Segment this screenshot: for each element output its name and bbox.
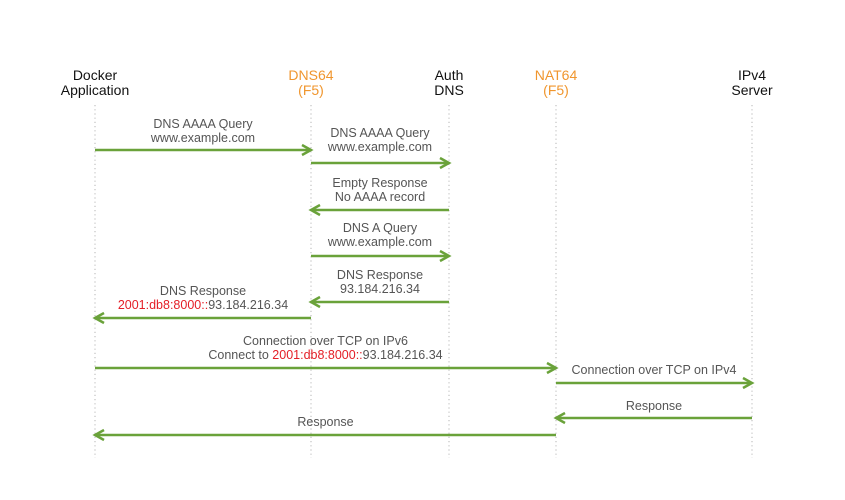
lane-label-nat64: NAT64(F5) bbox=[496, 68, 616, 98]
lane-label-auth-line2: DNS bbox=[434, 82, 464, 98]
message-label-10: Response bbox=[196, 415, 456, 430]
message-arrow-1 bbox=[95, 143, 314, 157]
message-arrow-2 bbox=[311, 156, 452, 170]
message-arrow-head-3 bbox=[308, 203, 321, 217]
message-label-1-line1: DNS AAAA Query bbox=[153, 117, 253, 131]
ipv6-prefix-highlight: 2001:db8:8000:: bbox=[272, 347, 363, 362]
message-arrow-head-2 bbox=[439, 156, 452, 170]
message-arrow-5 bbox=[308, 295, 449, 309]
message-label-8-line1: Connection over TCP on IPv4 bbox=[571, 363, 737, 377]
message-label-6-ipv4-suffix: 93.184.216.34 bbox=[208, 297, 289, 312]
lane-label-dns64-line1: DNS64 bbox=[288, 67, 334, 83]
message-label-5-line2: 93.184.216.34 bbox=[340, 281, 420, 296]
message-label-6-line2: 2001:db8:8000::93.184.216.34 bbox=[73, 297, 333, 313]
message-label-2-line1: DNS AAAA Query bbox=[330, 126, 430, 140]
message-arrow-head-7 bbox=[546, 361, 559, 375]
lane-label-ipv4-line2: Server bbox=[731, 82, 773, 98]
message-arrow-head-4 bbox=[439, 249, 452, 263]
message-label-4-line1: DNS A Query bbox=[342, 221, 418, 235]
message-arrow-4 bbox=[311, 249, 452, 263]
message-label-3-line2: No AAAA record bbox=[334, 189, 426, 204]
message-arrow-head-8 bbox=[742, 376, 755, 390]
message-label-3-line1: Empty Response bbox=[332, 176, 428, 190]
message-label-10-line1: Response bbox=[297, 415, 354, 429]
message-label-7-line2: Connect to 2001:db8:8000::93.184.216.34 bbox=[196, 347, 456, 363]
message-arrow-head-6 bbox=[92, 311, 105, 325]
message-label-6-line1: DNS Response bbox=[159, 284, 247, 298]
message-arrow-head-9 bbox=[553, 411, 566, 425]
lane-label-dns64: DNS64(F5) bbox=[251, 68, 371, 98]
message-arrow-8 bbox=[556, 376, 755, 390]
lane-label-auth-line1: Auth bbox=[434, 67, 464, 83]
message-label-4-line2: www.example.com bbox=[327, 234, 433, 249]
message-label-9: Response bbox=[524, 399, 784, 414]
ipv6-prefix-highlight: 2001:db8:8000:: bbox=[117, 297, 209, 312]
lane-label-ipv4-line1: IPv4 bbox=[737, 67, 766, 83]
message-arrow-9 bbox=[553, 411, 752, 425]
message-label-9-line1: Response bbox=[625, 399, 683, 413]
lane-label-nat64-line2: (F5) bbox=[543, 82, 569, 98]
lane-label-dns64-line2: (F5) bbox=[298, 82, 324, 98]
message-arrow-10 bbox=[92, 428, 556, 442]
lane-label-docker-line1: Docker bbox=[72, 67, 118, 83]
message-arrow-6 bbox=[92, 311, 311, 325]
message-arrow-head-10 bbox=[92, 428, 105, 442]
message-arrow-3 bbox=[308, 203, 449, 217]
message-label-5-line1: DNS Response bbox=[336, 268, 424, 282]
message-label-7-ipv4-suffix: 93.184.216.34 bbox=[362, 347, 443, 362]
message-arrow-head-1 bbox=[301, 143, 314, 157]
message-arrow-head-5 bbox=[308, 295, 321, 309]
message-label-7-line1: Connection over TCP on IPv6 bbox=[243, 334, 408, 348]
message-label-1-line2: www.example.com bbox=[150, 130, 256, 145]
message-label-8: Connection over TCP on IPv4 bbox=[524, 363, 784, 378]
lane-label-nat64-line1: NAT64 bbox=[534, 67, 578, 83]
message-label-7-prefix: Connect to bbox=[208, 347, 273, 362]
message-label-2-line2: www.example.com bbox=[327, 139, 433, 154]
message-arrow-7 bbox=[95, 361, 559, 375]
lane-label-docker-line2: Application bbox=[60, 82, 130, 98]
